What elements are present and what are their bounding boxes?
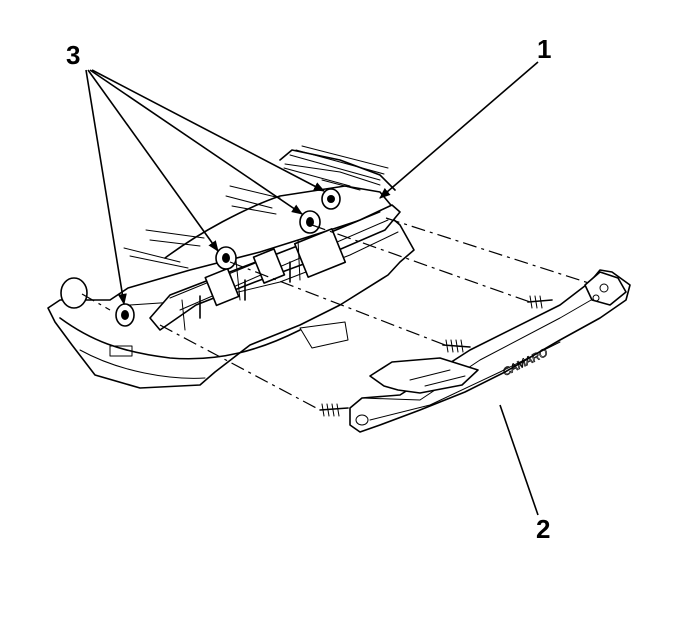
- assembly-guide-lines: [81, 217, 596, 411]
- isolator-left-lower: [115, 303, 135, 327]
- isolator-center: [215, 246, 237, 270]
- rear-fascia-panel: CAMARO: [349, 269, 631, 433]
- rear-body-panel: [123, 145, 396, 269]
- callout-1: 1: [537, 34, 551, 64]
- impact-bar: [149, 204, 401, 331]
- isolator-right-2: [321, 188, 341, 210]
- callout-2: 2: [536, 514, 550, 544]
- callout-3: 3: [66, 40, 80, 70]
- isolator-right-1: [299, 210, 321, 234]
- leader-lines: [85, 61, 539, 516]
- tail-lamp-lens: [60, 277, 88, 309]
- mounting-studs: [319, 295, 553, 417]
